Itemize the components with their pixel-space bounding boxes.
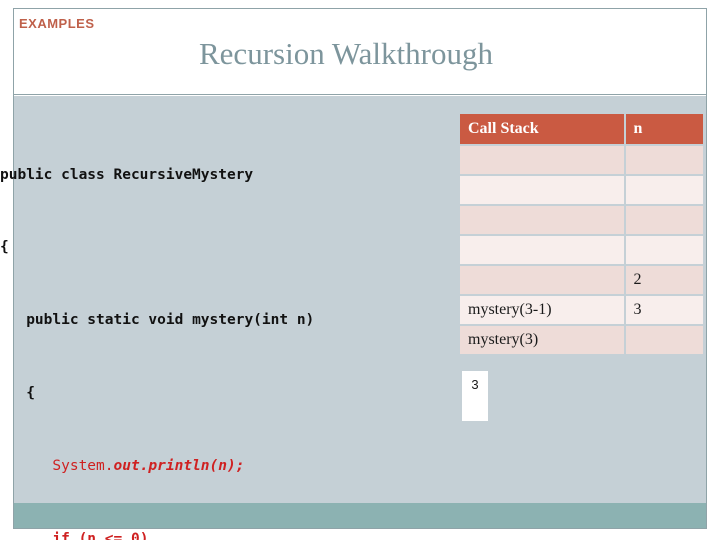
code-line-3: public static void mystery(int n) [0, 311, 450, 329]
cell-call-stack: mystery(3-1) [460, 296, 624, 324]
cell-call-stack [460, 206, 624, 234]
code-token-mystery-signature: public static void mystery(int n) [26, 312, 315, 329]
section-eyebrow-label: EXAMPLES [19, 16, 95, 31]
code-line-1: public class RecursiveMystery [0, 166, 450, 184]
cell-n [625, 176, 703, 204]
page-title: Recursion Walkthrough [199, 36, 493, 71]
column-header-n: n [625, 114, 703, 144]
cell-call-stack: mystery(3) [460, 326, 624, 354]
cell-n [625, 326, 703, 354]
table-row [460, 206, 703, 234]
cell-n [625, 236, 703, 264]
slide-footer-bar [14, 503, 706, 528]
column-header-call-stack: Call Stack [460, 114, 624, 144]
floating-value-box: 3 [462, 371, 488, 421]
code-line-4: { [0, 384, 450, 402]
code-token-base-case-if: if (n <= 0) [52, 530, 149, 540]
code-line-5: System.out.println(n); [0, 457, 450, 475]
cell-n [625, 146, 703, 174]
table-row [460, 176, 703, 204]
slide-header [14, 9, 706, 95]
cell-n [625, 206, 703, 234]
code-line-6: if (n <= 0) [0, 530, 450, 540]
call-stack-table-body: 2 mystery(3-1) 3 mystery(3) [460, 146, 703, 354]
cell-call-stack [460, 236, 624, 264]
code-token-println: out.println(n); [113, 457, 245, 474]
table-row: 2 [460, 266, 703, 294]
code-line-2: { [0, 238, 450, 256]
code-token-open-brace-class: { [0, 239, 9, 256]
cell-n: 3 [625, 296, 703, 324]
call-stack-table: Call Stack n 2 [458, 112, 705, 356]
code-token-system: System. [52, 457, 114, 474]
table-row: mystery(3) [460, 326, 703, 354]
cell-call-stack [460, 146, 624, 174]
java-code-block: public class RecursiveMystery { public s… [0, 111, 450, 540]
cell-call-stack [460, 176, 624, 204]
code-token-open-brace-mystery: { [26, 385, 35, 401]
code-token-class-decl: public class RecursiveMystery [0, 166, 254, 183]
table-row [460, 236, 703, 264]
cell-n: 2 [625, 266, 703, 294]
table-header-row: Call Stack n [460, 114, 703, 144]
table-row: mystery(3-1) 3 [460, 296, 703, 324]
call-stack-table-head: Call Stack n [460, 114, 703, 144]
table-row [460, 146, 703, 174]
cell-call-stack [460, 266, 624, 294]
